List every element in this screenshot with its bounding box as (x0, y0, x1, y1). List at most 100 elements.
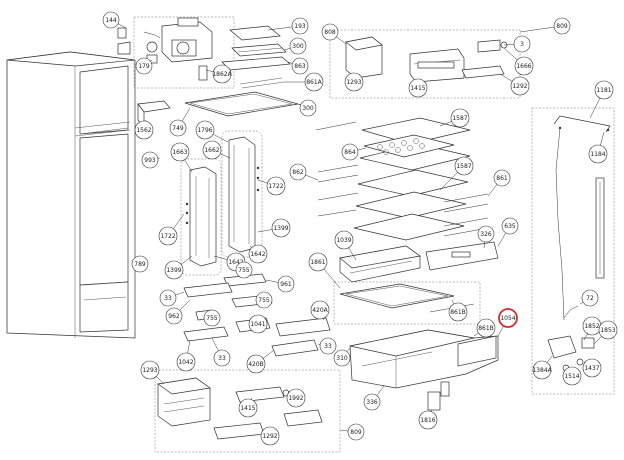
callout-label: 72 (586, 295, 594, 302)
callout-bubble (176, 352, 196, 372)
callout-1816: 1816 (418, 409, 438, 430)
callout-label: 33 (218, 355, 226, 362)
callout-1722: 1722 (158, 213, 185, 246)
callout-bubble (169, 119, 187, 137)
callout-label: 1853 (600, 327, 615, 334)
callout-72: 72 (579, 289, 599, 307)
callout-label: 962 (168, 313, 180, 320)
callout-label: 755 (238, 267, 250, 274)
callout-1992: 1992 (286, 388, 306, 408)
bottom-drawer-group-box (154, 369, 341, 453)
callout-label: 1722 (268, 183, 283, 190)
callout-label: 993 (144, 157, 156, 164)
callout-755: 755 (235, 261, 253, 279)
callout-label: 1666 (516, 63, 531, 70)
callout-label: 1862A (212, 71, 232, 78)
callout-33: 33 (211, 337, 231, 367)
callout-bubble (333, 349, 351, 367)
callout-label: 1292 (512, 83, 527, 90)
callout-1384a: 1384A (532, 355, 553, 380)
callout-bubble (418, 410, 438, 430)
callout-300: 300 (283, 37, 307, 55)
fan-assembly (143, 17, 213, 81)
callout-label: 33 (324, 343, 332, 350)
callout-bubble (158, 226, 178, 246)
callout-label: 1384A (532, 367, 552, 374)
callout-420a: 420A (310, 300, 330, 321)
callout-809: 809 (339, 423, 365, 441)
door-liner-left (189, 166, 217, 267)
callout-1722: 1722 (257, 176, 286, 196)
callout-144: 144 (102, 11, 127, 29)
callout-789: 789 (131, 255, 149, 273)
highlight-circle (498, 308, 518, 328)
callout-755: 755 (203, 309, 221, 327)
callout-bubble (341, 143, 359, 161)
door-liner-group-2 (180, 158, 222, 276)
callout-1292: 1292 (499, 73, 530, 96)
door-hinge-rail (553, 115, 611, 321)
callout-label: 861 (496, 175, 508, 182)
callout-1862a: 1862A (205, 64, 233, 84)
callout-bubble (310, 300, 330, 320)
callout-label: 1722 (160, 233, 175, 240)
callout-label: 749 (172, 125, 184, 132)
callout-label: 420A (312, 307, 328, 314)
callout-1415: 1415 (408, 78, 428, 98)
callout-1587: 1587 (439, 156, 474, 191)
callout-bubble (450, 108, 470, 128)
callout-861: 861 (487, 169, 511, 197)
callout-310: 310 (333, 347, 351, 367)
callout-bubble (501, 217, 519, 235)
callout-label: 1293 (346, 79, 361, 86)
callout-1562: 1562 (134, 119, 154, 140)
callout-bubble (202, 140, 222, 160)
callout-1054: 1054 (497, 308, 518, 337)
callout-bubble (203, 309, 221, 327)
callout-bubble (532, 360, 552, 380)
egg-tray (363, 134, 455, 158)
callout-bubble (159, 289, 177, 307)
callout-33: 33 (159, 289, 185, 307)
callout-1587: 1587 (439, 108, 470, 128)
callout-808: 808 (321, 23, 347, 45)
callout-755: 755 (255, 291, 273, 309)
callout-1042: 1042 (176, 339, 196, 372)
callout-bubble (454, 156, 474, 176)
callout-bubble (289, 37, 307, 55)
callout-635: 635 (497, 217, 519, 247)
callout-label: 144 (105, 17, 117, 24)
callout-bubble (588, 144, 608, 164)
callout-label: 1861 (310, 259, 325, 266)
callout-1415: 1415 (238, 397, 258, 418)
callout-label: 179 (138, 63, 150, 70)
freezer-box (345, 36, 383, 79)
callout-label: 1642 (228, 259, 243, 266)
callout-bubble (164, 260, 184, 280)
callout-864: 864 (341, 143, 367, 161)
freezer-door-part (409, 48, 465, 83)
callout-1861: 1861 (308, 252, 341, 289)
callout-862: 862 (289, 163, 319, 181)
callout-label: 864 (344, 149, 356, 156)
callout-label: 1642 (250, 251, 265, 258)
crisper-drawer (339, 245, 421, 283)
callout-bubble (248, 244, 268, 264)
callout-label: 326 (480, 231, 492, 238)
callout-bubble (170, 142, 190, 162)
callout-bubble (212, 64, 232, 84)
top-glass-shelf (184, 91, 306, 117)
callout-bubble (135, 57, 153, 75)
callout-bubble (213, 349, 231, 367)
callout-label: 1852 (584, 323, 599, 330)
fan-group-box (133, 16, 235, 89)
callout-label: 1415 (240, 405, 255, 412)
shelf-stack (315, 117, 489, 241)
bottom-crisper (349, 329, 499, 389)
callout-1399: 1399 (164, 255, 193, 280)
callout-bubble (321, 23, 339, 41)
callout-961: 961 (265, 275, 295, 293)
callout-label: 1415 (410, 85, 425, 92)
callout-label: 635 (504, 223, 516, 230)
callout-179: 179 (135, 57, 153, 75)
